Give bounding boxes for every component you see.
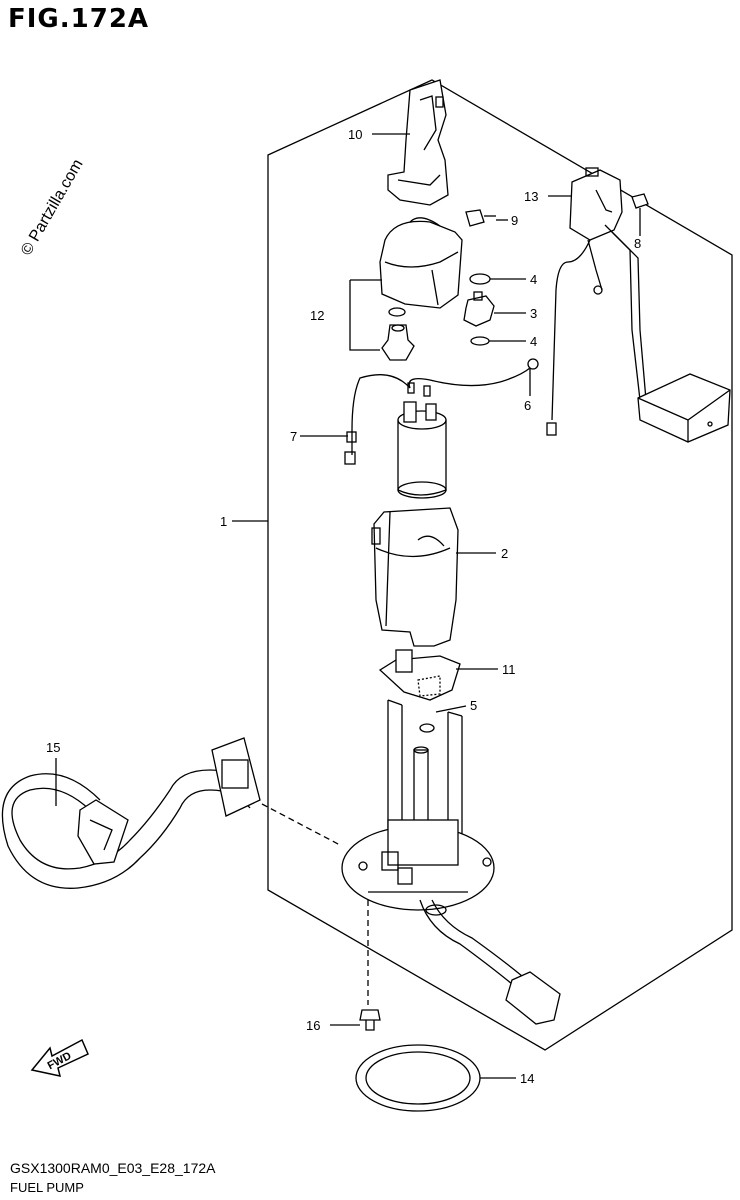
part-screw-16 bbox=[359, 1009, 381, 1031]
callout-13: 13 bbox=[524, 189, 538, 204]
part-screw-9 bbox=[465, 209, 496, 227]
part-screw-8 bbox=[631, 193, 649, 230]
diagram-code: GSX1300RAM0_E03_E28_172A bbox=[10, 1160, 216, 1176]
callout-14: 14 bbox=[520, 1071, 534, 1086]
part-bracket bbox=[387, 79, 449, 206]
callout-4b: 4 bbox=[530, 334, 537, 349]
callout-4a: 4 bbox=[530, 272, 537, 287]
callout-3: 3 bbox=[530, 306, 537, 321]
fwd-arrow: FWD bbox=[30, 1038, 89, 1077]
part-regulator bbox=[381, 307, 415, 361]
part-valve-3 bbox=[463, 291, 495, 327]
callout-12: 12 bbox=[310, 308, 324, 323]
callout-8: 8 bbox=[634, 236, 641, 251]
part-harness bbox=[419, 899, 561, 1025]
figure-title: FIG.172A bbox=[8, 4, 150, 34]
assembly-boundary bbox=[267, 79, 733, 1051]
part-wire-6 bbox=[408, 367, 531, 389]
callout-6: 6 bbox=[524, 398, 531, 413]
part-gasket bbox=[355, 1044, 481, 1112]
part-oring-5 bbox=[419, 723, 435, 733]
part-cover bbox=[379, 217, 463, 309]
callout-1: 1 bbox=[220, 514, 227, 529]
part-fuel-level-sender bbox=[546, 167, 647, 436]
callout-15: 15 bbox=[46, 740, 60, 755]
callout-2: 2 bbox=[501, 546, 508, 561]
part-float bbox=[637, 373, 731, 443]
callout-9: 9 bbox=[511, 213, 518, 228]
callout-10: 10 bbox=[348, 127, 362, 142]
callout-5: 5 bbox=[470, 698, 477, 713]
callout-11: 11 bbox=[502, 662, 516, 677]
callout-16: 16 bbox=[306, 1018, 320, 1033]
part-flange bbox=[341, 819, 495, 911]
callout-7: 7 bbox=[290, 429, 297, 444]
part-filter bbox=[378, 649, 461, 701]
part-pump-holder bbox=[371, 507, 459, 647]
part-oring-4b bbox=[470, 336, 490, 346]
part-oring-4a bbox=[469, 273, 491, 285]
diagram-caption: FUEL PUMP bbox=[10, 1180, 84, 1195]
part-fuel-pump bbox=[397, 382, 447, 499]
part-fuel-hose bbox=[1, 737, 261, 889]
part-wire-7 bbox=[351, 374, 411, 455]
